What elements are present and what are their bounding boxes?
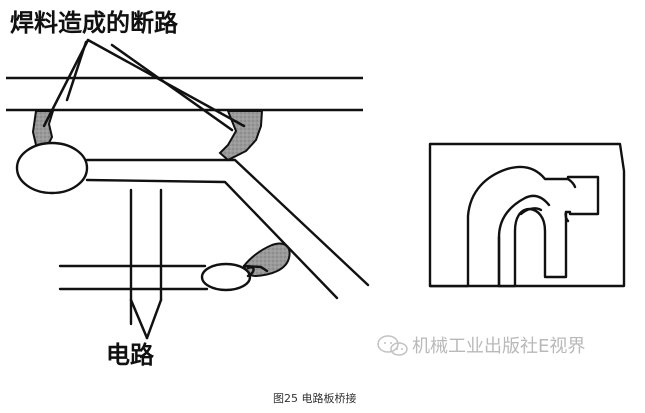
right-notch-upper — [566, 177, 577, 189]
left-pad — [15, 141, 89, 195]
watermark-group: 机械工业出版社E视界 — [377, 335, 585, 357]
right-inner-peak — [519, 207, 543, 216]
right-cross-section — [428, 142, 626, 288]
callout-bottom-label: 电路 — [106, 341, 155, 369]
bottom-callout-left — [129, 298, 149, 340]
right-notch-lower — [564, 210, 570, 223]
right-pad-neck — [246, 266, 255, 278]
vertical-bridge-edge — [242, 264, 269, 273]
bottom-callout-right — [145, 298, 163, 340]
figure-caption: 图25 电路板桥接 — [273, 391, 357, 405]
right-board-profile — [428, 165, 600, 288]
callout-line-left-secondary — [65, 40, 88, 102]
right-solder-area — [218, 110, 264, 162]
upper-bent-trace — [85, 158, 370, 287]
wechat-bubbles-icon — [377, 335, 408, 356]
watermark-text: 机械工业出版社E视界 — [412, 336, 585, 357]
right-pad — [200, 262, 252, 292]
callout-line-right-secondary — [110, 43, 234, 132]
left-board-lines — [6, 76, 363, 112]
lower-bent-trace — [85, 178, 339, 300]
callout-lines-top — [42, 38, 246, 132]
callout-top-label: 焊料造成的断路 — [10, 9, 179, 37]
main-circuit-geometry — [15, 141, 370, 326]
solder-open-circuit-areas — [31, 110, 291, 278]
callout-lines-bottom — [129, 298, 163, 340]
